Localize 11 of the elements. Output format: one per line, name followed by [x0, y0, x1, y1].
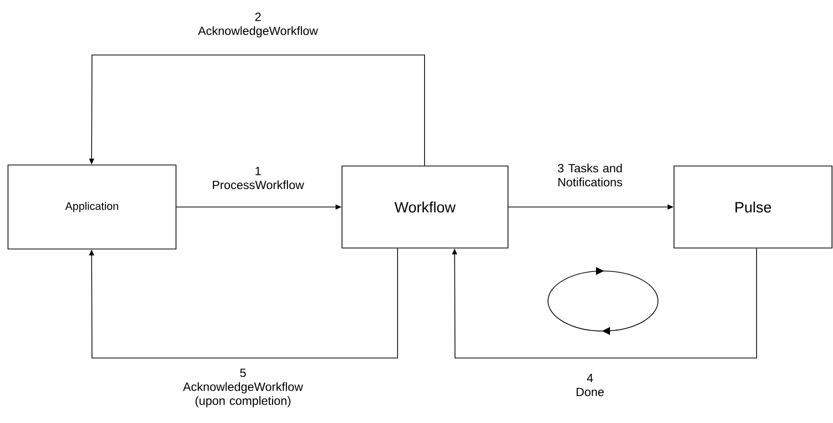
process-box: Workflow — [342, 166, 508, 248]
arrow — [89, 54, 425, 166]
edge-label: 1 ProcessWorkflow — [212, 166, 304, 190]
edge-label: 5 AcknowledgeWorkflow (upon completion) — [183, 368, 304, 408]
edge-label: 3 Tasks and Notifications — [558, 164, 622, 186]
edge-label: 2 AcknowledgeWorkflow — [198, 12, 318, 38]
process-box: Application — [8, 164, 176, 250]
process-box: Pulse — [674, 166, 832, 248]
arrow — [89, 248, 398, 358]
arrow — [452, 248, 757, 358]
edge-label: 4 Done — [576, 374, 604, 396]
